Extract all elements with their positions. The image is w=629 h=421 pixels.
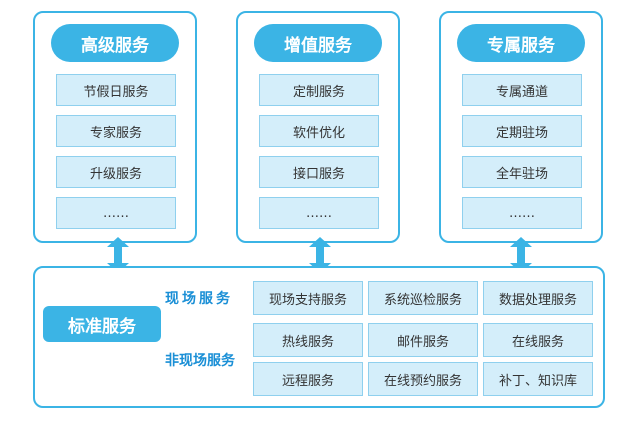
value-added-services-panel: 增值服务 定制服务 软件优化 接口服务 ……	[236, 11, 400, 243]
offsite-service-cell: 远程服务	[253, 362, 363, 396]
exclusive-service-item: 定期驻场	[462, 115, 582, 147]
offsite-service-cell: 在线服务	[483, 323, 593, 357]
offsite-service-cell: 补丁、知识库	[483, 362, 593, 396]
exclusive-service-item: 全年驻场	[462, 156, 582, 188]
onsite-service-cell: 系统巡检服务	[368, 281, 478, 315]
value-added-services-title: 增值服务	[254, 24, 382, 62]
value-added-service-item: ……	[259, 197, 379, 229]
offsite-service-cell: 热线服务	[253, 323, 363, 357]
advanced-service-item: ……	[56, 197, 176, 229]
onsite-service-cell: 数据处理服务	[483, 281, 593, 315]
double-arrow-icon	[510, 237, 532, 273]
onsite-service-cell: 现场支持服务	[253, 281, 363, 315]
onsite-services-label: 现场服务	[165, 291, 233, 307]
value-added-service-item: 接口服务	[259, 156, 379, 188]
exclusive-services-panel: 专属服务 专属通道 定期驻场 全年驻场 ……	[439, 11, 603, 243]
standard-services-title: 标准服务	[43, 306, 161, 342]
advanced-services-title: 高级服务	[51, 24, 179, 62]
advanced-service-item: 专家服务	[56, 115, 176, 147]
standard-services-panel: 标准服务 现场服务 非现场服务 现场支持服务 系统巡检服务 数据处理服务 热线服…	[33, 266, 605, 408]
offsite-services-label: 非现场服务	[165, 353, 235, 369]
exclusive-service-item: ……	[462, 197, 582, 229]
value-added-service-item: 软件优化	[259, 115, 379, 147]
advanced-service-item: 节假日服务	[56, 74, 176, 106]
double-arrow-icon	[107, 237, 129, 273]
offsite-service-cell: 在线预约服务	[368, 362, 478, 396]
offsite-service-cell: 邮件服务	[368, 323, 478, 357]
exclusive-services-title: 专属服务	[457, 24, 585, 62]
exclusive-service-item: 专属通道	[462, 74, 582, 106]
double-arrow-icon	[309, 237, 331, 273]
advanced-service-item: 升级服务	[56, 156, 176, 188]
advanced-services-panel: 高级服务 节假日服务 专家服务 升级服务 ……	[33, 11, 197, 243]
value-added-service-item: 定制服务	[259, 74, 379, 106]
